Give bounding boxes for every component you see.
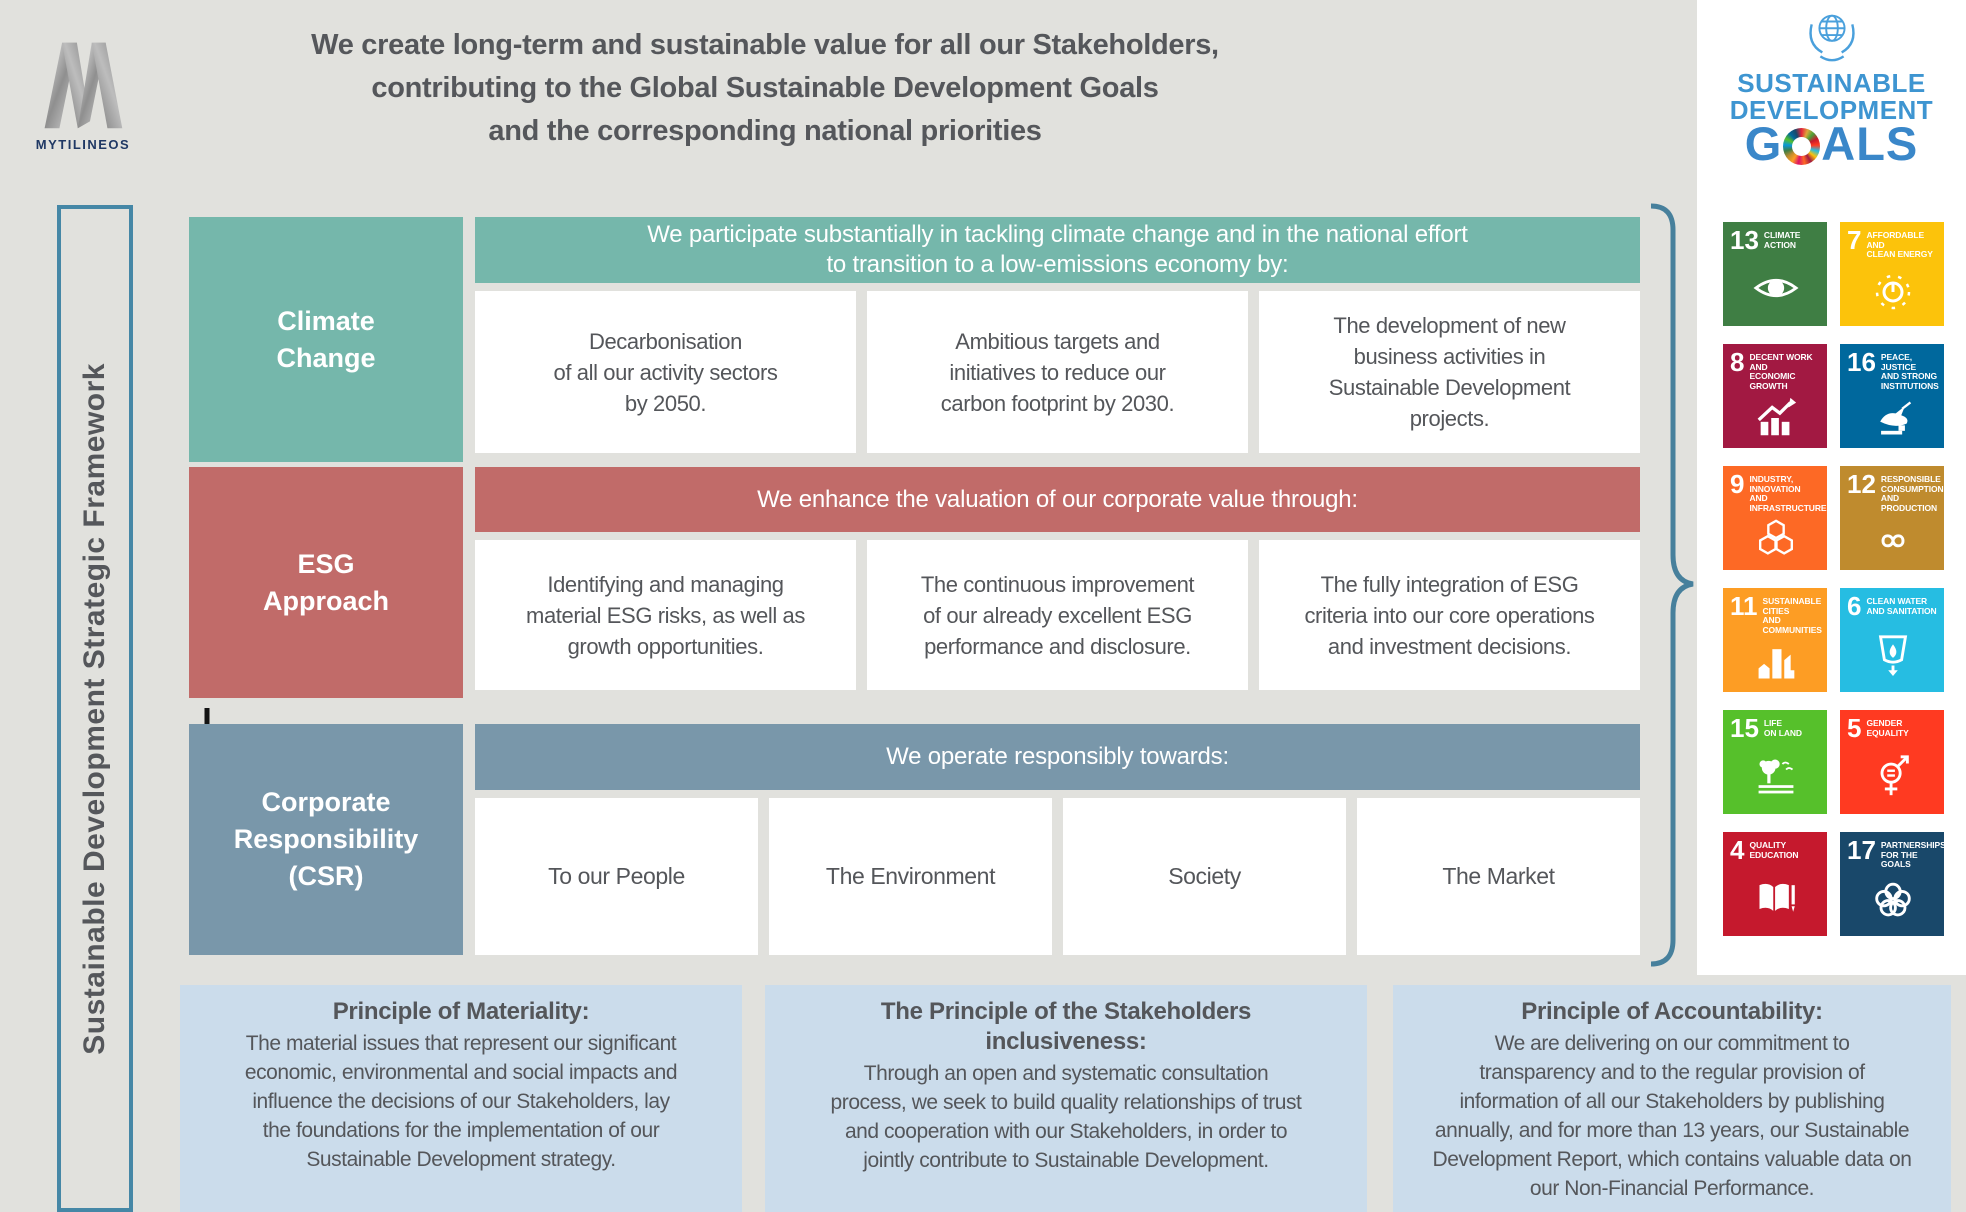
sdg-economic-growth-icon (1730, 391, 1822, 444)
framework-item: Ambitious targets and initiatives to red… (867, 291, 1248, 453)
sdg-number: 9 (1730, 469, 1745, 499)
sdg-number: 4 (1730, 835, 1745, 865)
sdg-quality-education-icon (1730, 863, 1822, 932)
sdg-number: 12 (1847, 469, 1876, 499)
sdg-label: PEACE, JUSTICE AND STRONG INSTITUTIONS (1880, 352, 1939, 391)
strategic-framework-rail: Sustainable Development Strategic Framew… (57, 205, 133, 1212)
company-name: MYTILINEOS (35, 137, 131, 152)
sdg-label: INDUSTRY, INNOVATION AND INFRASTRUCTURE (1749, 474, 1827, 513)
principle-card-accountability: Principle of Accountability: We are deli… (1393, 985, 1951, 1212)
sdg-label: QUALITY EDUCATION (1749, 840, 1799, 860)
framework-item: To our People (475, 798, 758, 955)
mytilineos-logo: MYTILINEOS (30, 34, 136, 152)
framework-item: Identifying and managing material ESG ri… (475, 540, 856, 690)
sdg-number: 11 (1730, 591, 1758, 621)
framework-item: Decarbonisation of all our activity sect… (475, 291, 856, 453)
framework-item: The development of new business activiti… (1259, 291, 1640, 453)
sdg-number: 16 (1847, 347, 1876, 377)
sdg-responsible-consumption-icon (1847, 513, 1939, 566)
principle-card-stakeholders: The Principle of the Stakeholders inclus… (765, 985, 1367, 1212)
sdg-number: 6 (1847, 591, 1862, 621)
sdg-number: 8 (1730, 347, 1745, 377)
sdg-clean-water-icon (1847, 619, 1939, 688)
row-label-esg-approach: ESG Approach (189, 467, 463, 698)
framework-item: The Environment (769, 798, 1052, 955)
framework-item: The continuous improvement of our alread… (867, 540, 1248, 690)
sdg-label: AFFORDABLE AND CLEAN ENERGY (1866, 230, 1933, 259)
sdg-partnerships-icon (1847, 870, 1939, 933)
sdg-number: 15 (1730, 713, 1759, 743)
mytilineos-m-icon (44, 42, 123, 129)
sdg-label: CLEAN WATER AND SANITATION (1866, 596, 1937, 616)
principle-body: The material issues that represent our s… (244, 1032, 678, 1171)
sdg-label: CLIMATE ACTION (1763, 230, 1801, 250)
sdg-label: SUSTAINABLE CITIES AND COMMUNITIES (1762, 596, 1822, 635)
principle-card-materiality: Principle of Materiality: The material i… (180, 985, 742, 1212)
sdg-number: 13 (1730, 225, 1759, 255)
framework-item: The Market (1357, 798, 1640, 955)
page-title: We create long-term and sustainable valu… (311, 29, 1219, 147)
row-label-csr: Corporate Responsibility (CSR) (189, 724, 463, 955)
sdg-sustainable-cities-icon (1730, 635, 1822, 688)
strategic-framework-label: Sustainable Development Strategic Framew… (78, 362, 111, 1055)
sdg-label: LIFE ON LAND (1763, 718, 1802, 738)
goals-als: ALS (1821, 117, 1919, 170)
sdg-industry-innovation-icon (1730, 513, 1822, 566)
sdg-logo-goals: G ALS (1697, 118, 1966, 170)
principle-body: We are delivering on our commitment to t… (1432, 1032, 1912, 1200)
sdg-label: RESPONSIBLE CONSUMPTION AND PRODUCTION (1880, 474, 1944, 513)
sdg-label: PARTNERSHIPS FOR THE GOALS (1880, 840, 1946, 869)
framework-item: Society (1063, 798, 1346, 955)
sdg-number: 17 (1847, 835, 1876, 865)
sdg-logo-line1: SUSTAINABLE (1737, 68, 1926, 98)
sdg-label: GENDER EQUALITY (1866, 718, 1909, 738)
goals-g: G (1744, 117, 1783, 170)
sdg-logo-line2: DEVELOPMENT (1729, 95, 1934, 125)
sdg-wheel-icon (1783, 127, 1821, 165)
un-emblem-icon (1697, 6, 1966, 71)
sdg-gender-equality-icon (1847, 741, 1939, 810)
principle-title: The Principle of the Stakeholders inclus… (880, 998, 1252, 1055)
brace-icon (1650, 203, 1694, 967)
principle-body: Through an open and systematic consultat… (830, 1062, 1302, 1172)
principle-title: Principle of Accountability: (1521, 998, 1823, 1025)
principle-title: Principle of Materiality: (332, 998, 590, 1025)
sdg-peace-justice-icon (1847, 391, 1939, 444)
sdg-label: DECENT WORK AND ECONOMIC GROWTH (1749, 352, 1813, 391)
row-label-climate-change: Climate Change (189, 217, 463, 462)
sdg-number: 5 (1847, 713, 1862, 743)
row-header-climate-change: We participate substantially in tackling… (475, 217, 1640, 283)
sdg-clean-energy-icon (1847, 260, 1939, 323)
sdg-climate-action-icon (1730, 253, 1822, 322)
sdg-number: 7 (1847, 225, 1862, 255)
sdg-life-on-land-icon (1730, 741, 1822, 810)
framework-item: The fully integration of ESG criteria in… (1259, 540, 1640, 690)
row-header-esg-approach: We enhance the valuation of our corporat… (475, 467, 1640, 532)
row-header-csr: We operate responsibly towards: (475, 724, 1640, 790)
